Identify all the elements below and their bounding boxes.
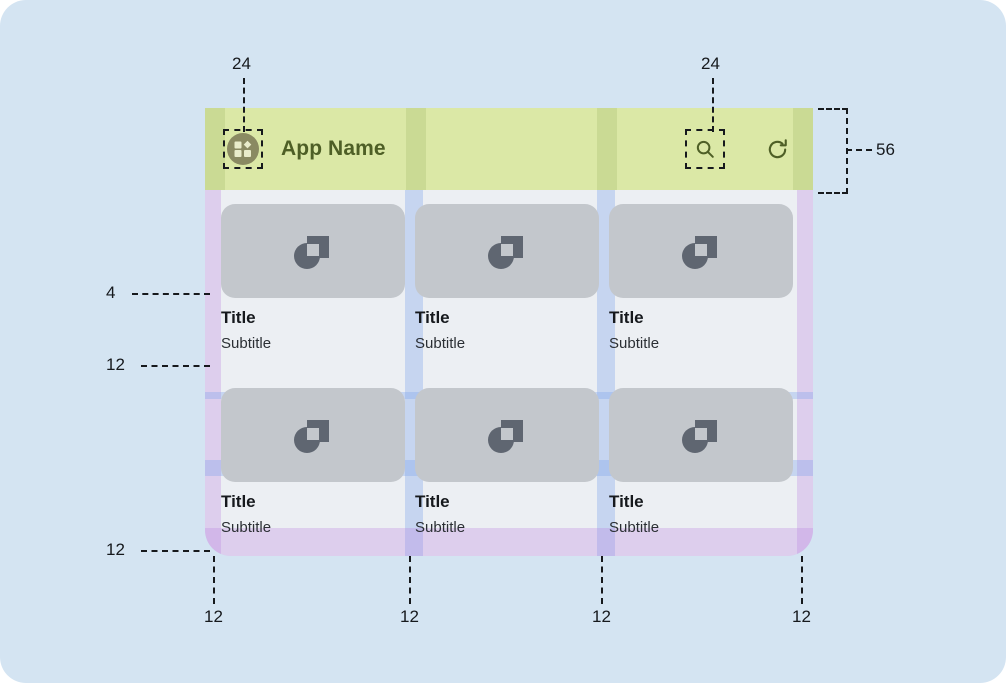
card-meta: Title Subtitle [609,298,793,352]
bracket-appbar-height [818,108,848,194]
annotation-icon-size-left: 24 [232,54,251,73]
app-bar-content: App Name [205,108,813,190]
card-title: Title [415,492,450,511]
leader-line-appbar-height [846,149,872,151]
card-item[interactable]: Title Subtitle [415,388,599,536]
card-meta: Title Subtitle [415,482,599,536]
annotation-bottom-tick-1: 12 [204,607,223,626]
app-bar-title: App Name [281,137,386,160]
image-placeholder-icon [682,236,717,269]
app-bar: App Name [205,108,813,190]
card-meta: Title Subtitle [609,482,793,536]
leader-line-bottom-tick-2 [409,556,411,604]
card-thumbnail [221,388,405,482]
leader-line-bottom-tick-4 [801,556,803,604]
annotation-image-to-title: 4 [106,283,116,302]
card-item[interactable]: Title Subtitle [221,388,405,536]
card-thumbnail [415,388,599,482]
card-meta: Title Subtitle [415,298,599,352]
image-placeholder-icon [294,236,329,269]
app-icon-avatar [227,133,259,165]
annotation-bottom-tick-2: 12 [400,607,419,626]
card-item[interactable]: Title Subtitle [609,204,793,352]
card-subtitle: Subtitle [415,518,466,536]
card-subtitle: Subtitle [221,334,272,352]
image-placeholder-icon [682,420,717,453]
card-thumbnail [221,204,405,298]
search-button[interactable] [685,129,725,169]
card-subtitle: Subtitle [609,334,660,352]
card-title: Title [415,308,450,327]
card-thumbnail [415,204,599,298]
card-title: Title [221,492,256,511]
card-title: Title [221,308,256,327]
card-thumbnail [609,204,793,298]
card-meta: Title Subtitle [221,482,405,536]
card-item[interactable]: Title Subtitle [415,204,599,352]
annotation-row-gap: 12 [106,355,125,374]
card-subtitle: Subtitle [221,518,272,536]
image-placeholder-icon [488,236,523,269]
annotation-appbar-height: 56 [876,140,895,159]
leader-line-row-gap [141,365,210,367]
app-panel: Title Subtitle Title Subtitle [205,108,813,556]
annotation-bottom-tick-3: 12 [592,607,611,626]
card-grid: Title Subtitle Title Subtitle [205,190,813,556]
card-title: Title [609,492,644,511]
refresh-button[interactable] [759,131,795,167]
card-item[interactable]: Title Subtitle [609,388,793,536]
card-subtitle: Subtitle [415,334,466,352]
leader-line-bottom-tick-3 [601,556,603,604]
annotation-bottom-margin: 12 [106,540,125,559]
search-icon [696,140,714,158]
card-thumbnail [609,388,793,482]
leader-line-bottom-tick-1 [213,556,215,604]
image-placeholder-icon [294,420,329,453]
annotation-icon-size-right: 24 [701,54,720,73]
widget-icon [234,140,252,157]
card-subtitle: Subtitle [609,518,660,536]
leader-line-bottom-margin [141,550,210,552]
app-icon-button[interactable] [223,129,263,169]
image-placeholder-icon [488,420,523,453]
card-meta: Title Subtitle [221,298,405,352]
refresh-icon [768,138,787,158]
leader-line-image-to-title [132,293,210,295]
card-title: Title [609,308,644,327]
annotation-bottom-tick-4: 12 [792,607,811,626]
card-item[interactable]: Title Subtitle [221,204,405,352]
